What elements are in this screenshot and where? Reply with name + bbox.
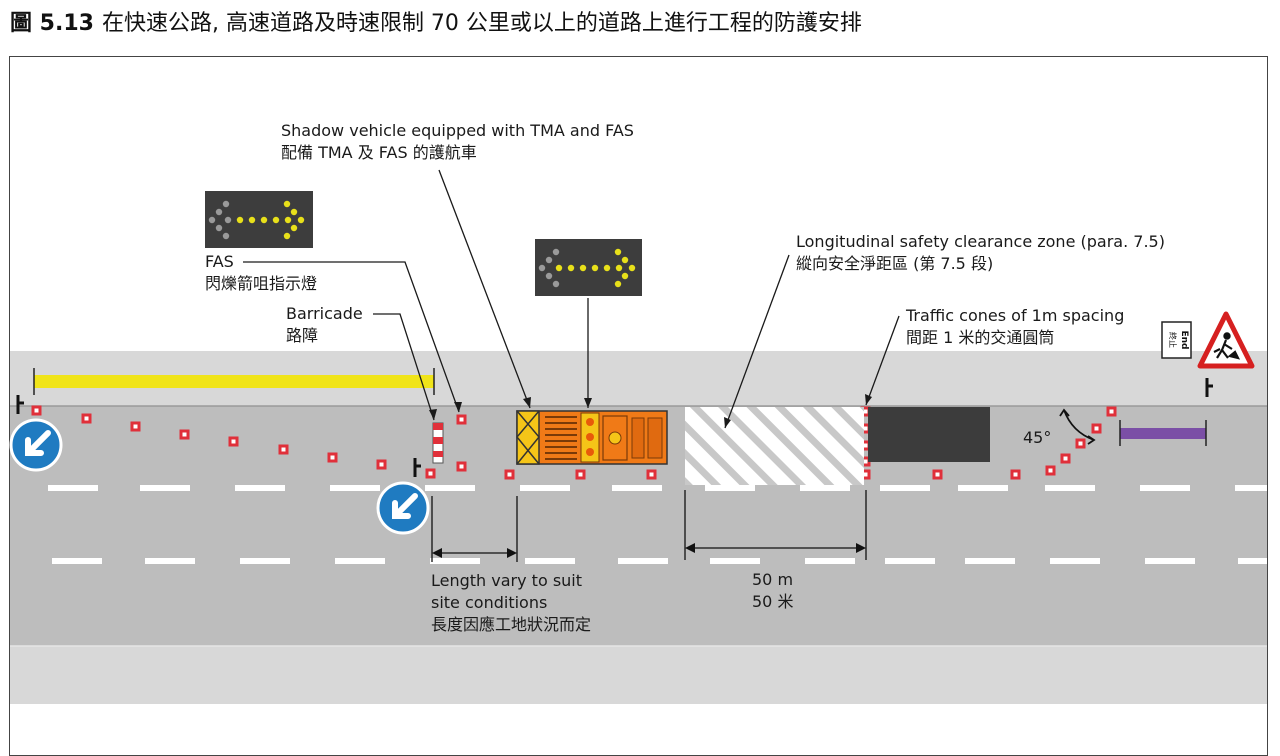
end-sign-text: End — [1179, 331, 1189, 350]
end-sign-text-zh: 終止 — [1168, 332, 1178, 348]
fas-label-zh: 閃爍箭咀指示燈 — [205, 274, 318, 293]
fas-label-en: FAS — [205, 252, 234, 271]
lower-verge — [10, 646, 1267, 704]
dimension-50m — [684, 490, 867, 560]
length-vary-label-en2: site conditions — [431, 593, 548, 612]
traffic-cones-label-en: Traffic cones of 1m spacing — [906, 306, 1125, 325]
distance-50m-label-zh: 50 米 — [752, 592, 794, 611]
barricade-label: Barricade 路障 — [286, 303, 363, 347]
barricade-label-zh: 路障 — [286, 326, 319, 345]
keep-left-sign-icon — [9, 418, 63, 472]
shadow-vehicle-label-zh: 配備 TMA 及 FAS 的護航車 — [281, 143, 477, 162]
men-at-work-sign-icon — [1197, 311, 1255, 369]
keep-left-sign-icon — [376, 481, 430, 535]
leader-lines — [243, 169, 900, 429]
lane-marking-2 — [52, 558, 1267, 564]
end-sign-icon: End 終止 — [1161, 321, 1192, 359]
traffic-cones-label: Traffic cones of 1m spacing 間距 1 米的交通圓筒 — [906, 305, 1124, 349]
traffic-diagram: End 終止 — [9, 169, 1267, 704]
clearance-zone — [685, 407, 864, 485]
lane-marking-1 — [48, 485, 1267, 491]
barricade-label-en: Barricade — [286, 304, 363, 323]
work-area — [868, 407, 990, 462]
fas-arrow-panel-icon — [535, 239, 642, 296]
angle-marker — [1059, 408, 1096, 445]
clearance-zone-label: Longitudinal safety clearance zone (para… — [796, 231, 1165, 275]
dimension-length-vary — [431, 496, 518, 562]
clearance-zone-label-en: Longitudinal safety clearance zone (para… — [796, 232, 1165, 251]
fas-arrow-panel-icon — [205, 191, 313, 248]
advance-zone-bar — [33, 368, 435, 395]
figure-title: 圖 5.13 在快速公路, 高速道路及時速限制 70 公里或以上的道路上進行工程的… — [10, 6, 862, 42]
end-zone-bar — [1119, 420, 1207, 446]
figure-caption: 在快速公路, 高速道路及時速限制 70 公里或以上的道路上進行工程的防護安排 — [101, 11, 862, 36]
shadow-vehicle-label: Shadow vehicle equipped with TMA and FAS… — [281, 120, 634, 164]
length-vary-label: Length vary to suit site conditions 長度因應… — [431, 570, 591, 636]
traffic-cones-label-zh: 間距 1 米的交通圓筒 — [906, 328, 1055, 347]
length-vary-label-en: Length vary to suit — [431, 571, 583, 590]
angle-label: 45° — [1023, 428, 1052, 447]
figure-number: 圖 5.13 — [10, 11, 94, 36]
distance-50m-label-en: 50 m — [752, 570, 794, 589]
sign-post-mid — [413, 458, 421, 477]
leader-arrowheads — [429, 394, 872, 428]
clearance-zone-label-zh: 縱向安全淨距區 (第 7.5 段) — [796, 254, 994, 273]
sign-post-right — [1205, 378, 1213, 397]
length-vary-label-zh: 長度因應工地狀況而定 — [431, 615, 592, 634]
shadow-vehicle-label-en: Shadow vehicle equipped with TMA and FAS — [281, 121, 634, 140]
distance-50m-label: 50 m 50 米 — [752, 569, 793, 613]
fas-label: FAS 閃爍箭咀指示燈 — [205, 251, 317, 295]
barricade-icon — [432, 422, 444, 464]
shadow-vehicle-icon — [516, 410, 668, 465]
sign-post-left — [16, 395, 24, 414]
